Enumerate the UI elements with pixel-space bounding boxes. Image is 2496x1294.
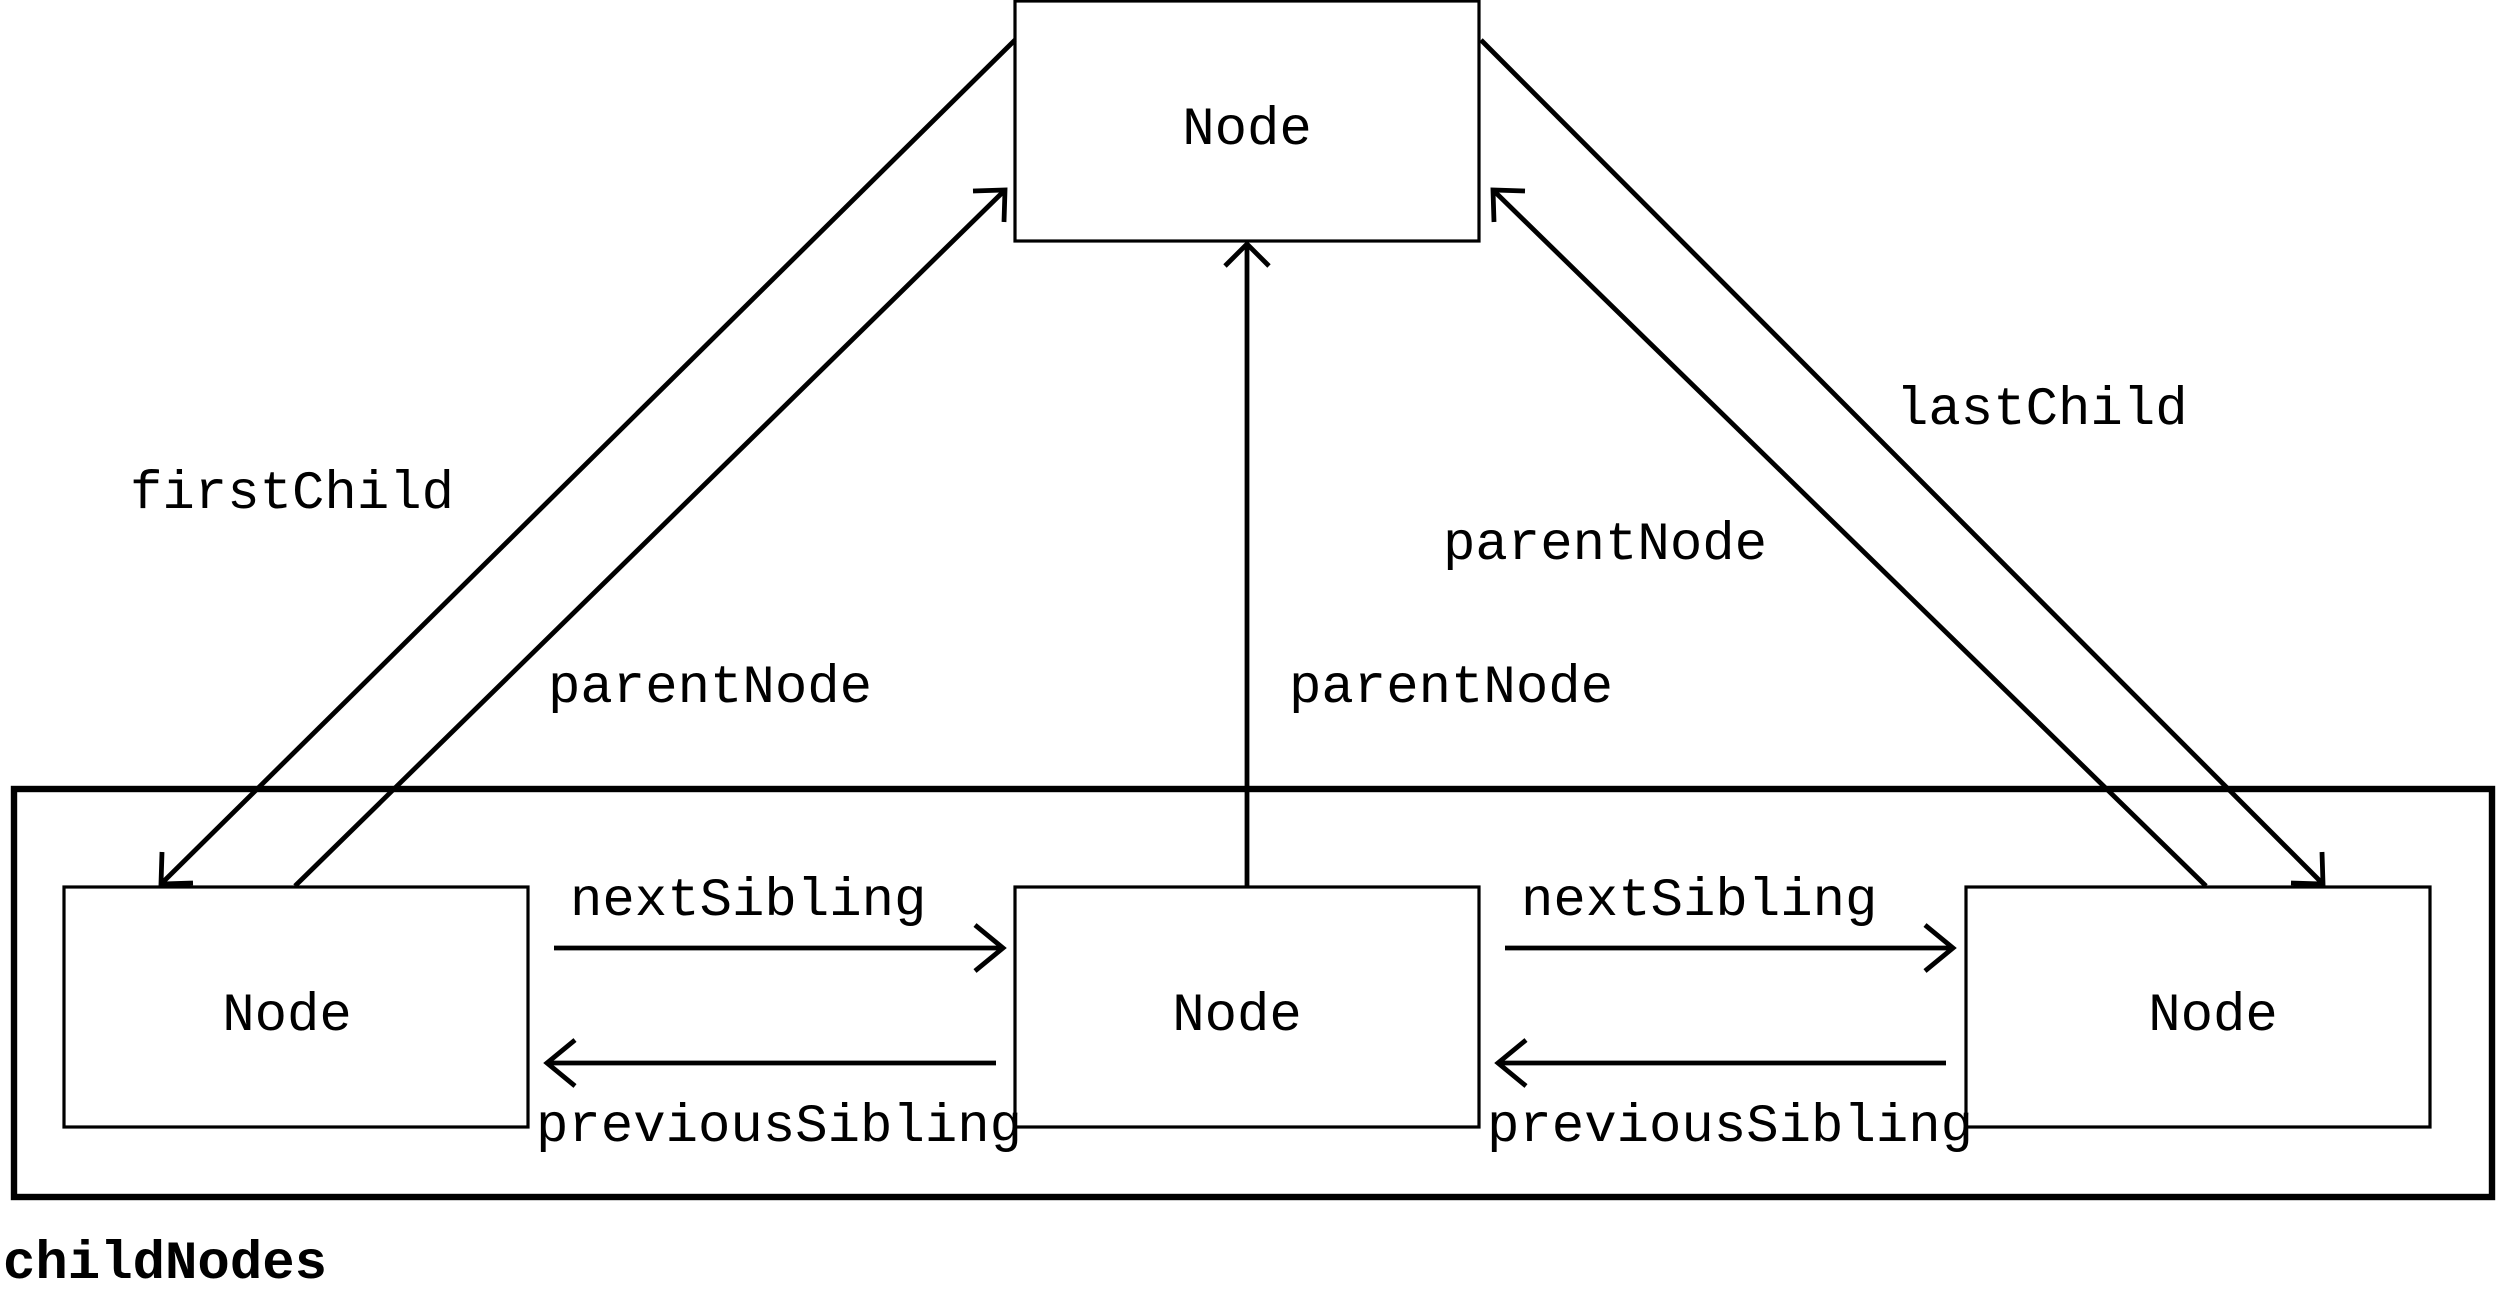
next-sibling-1-arrowhead [973, 923, 1007, 973]
parent-node-left-arrow-line [293, 188, 1007, 888]
child-node-label-middle: Node [1172, 986, 1302, 1047]
previous-sibling-1-arrowhead [543, 1038, 577, 1088]
parent-node-middle-arrowhead [1223, 240, 1271, 268]
last-child-arrow-line [1479, 38, 2325, 886]
parent-node-label: Node [1182, 100, 1312, 161]
parent-node-left-label: parentNode [548, 658, 872, 719]
first-child-arrow-line [159, 38, 1017, 886]
child-nodes-caption: childNodes [3, 1234, 327, 1294]
child-node-box-first [62, 885, 530, 1129]
next-sibling-1-label: nextSibling [570, 871, 926, 932]
parent-node-left-arrowhead [972, 187, 1008, 223]
child-nodes-frame [10, 785, 2496, 1201]
last-child-arrowhead [2290, 851, 2326, 887]
previous-sibling-2-arrowhead [1494, 1038, 1528, 1088]
last-child-label: lastChild [1896, 380, 2188, 441]
first-child-label: firstChild [130, 464, 454, 525]
child-node-box-last [1964, 885, 2432, 1129]
previous-sibling-2-label: previousSibling [1487, 1097, 1973, 1158]
parent-node-right-label: parentNode [1443, 515, 1767, 576]
parent-node-box [1013, 0, 1481, 243]
parent-node-right-arrowhead [1490, 187, 1526, 223]
parent-node-right-arrow-line [1491, 188, 2208, 888]
first-child-arrowhead [158, 851, 194, 887]
next-sibling-2-arrowhead [1923, 923, 1957, 973]
child-node-box-middle [1013, 885, 1481, 1129]
parent-node-middle-label: parentNode [1289, 658, 1613, 719]
child-node-label-first: Node [222, 986, 352, 1047]
child-node-label-last: Node [2148, 986, 2278, 1047]
previous-sibling-1-label: previousSibling [536, 1097, 1022, 1158]
next-sibling-2-label: nextSibling [1521, 871, 1877, 932]
